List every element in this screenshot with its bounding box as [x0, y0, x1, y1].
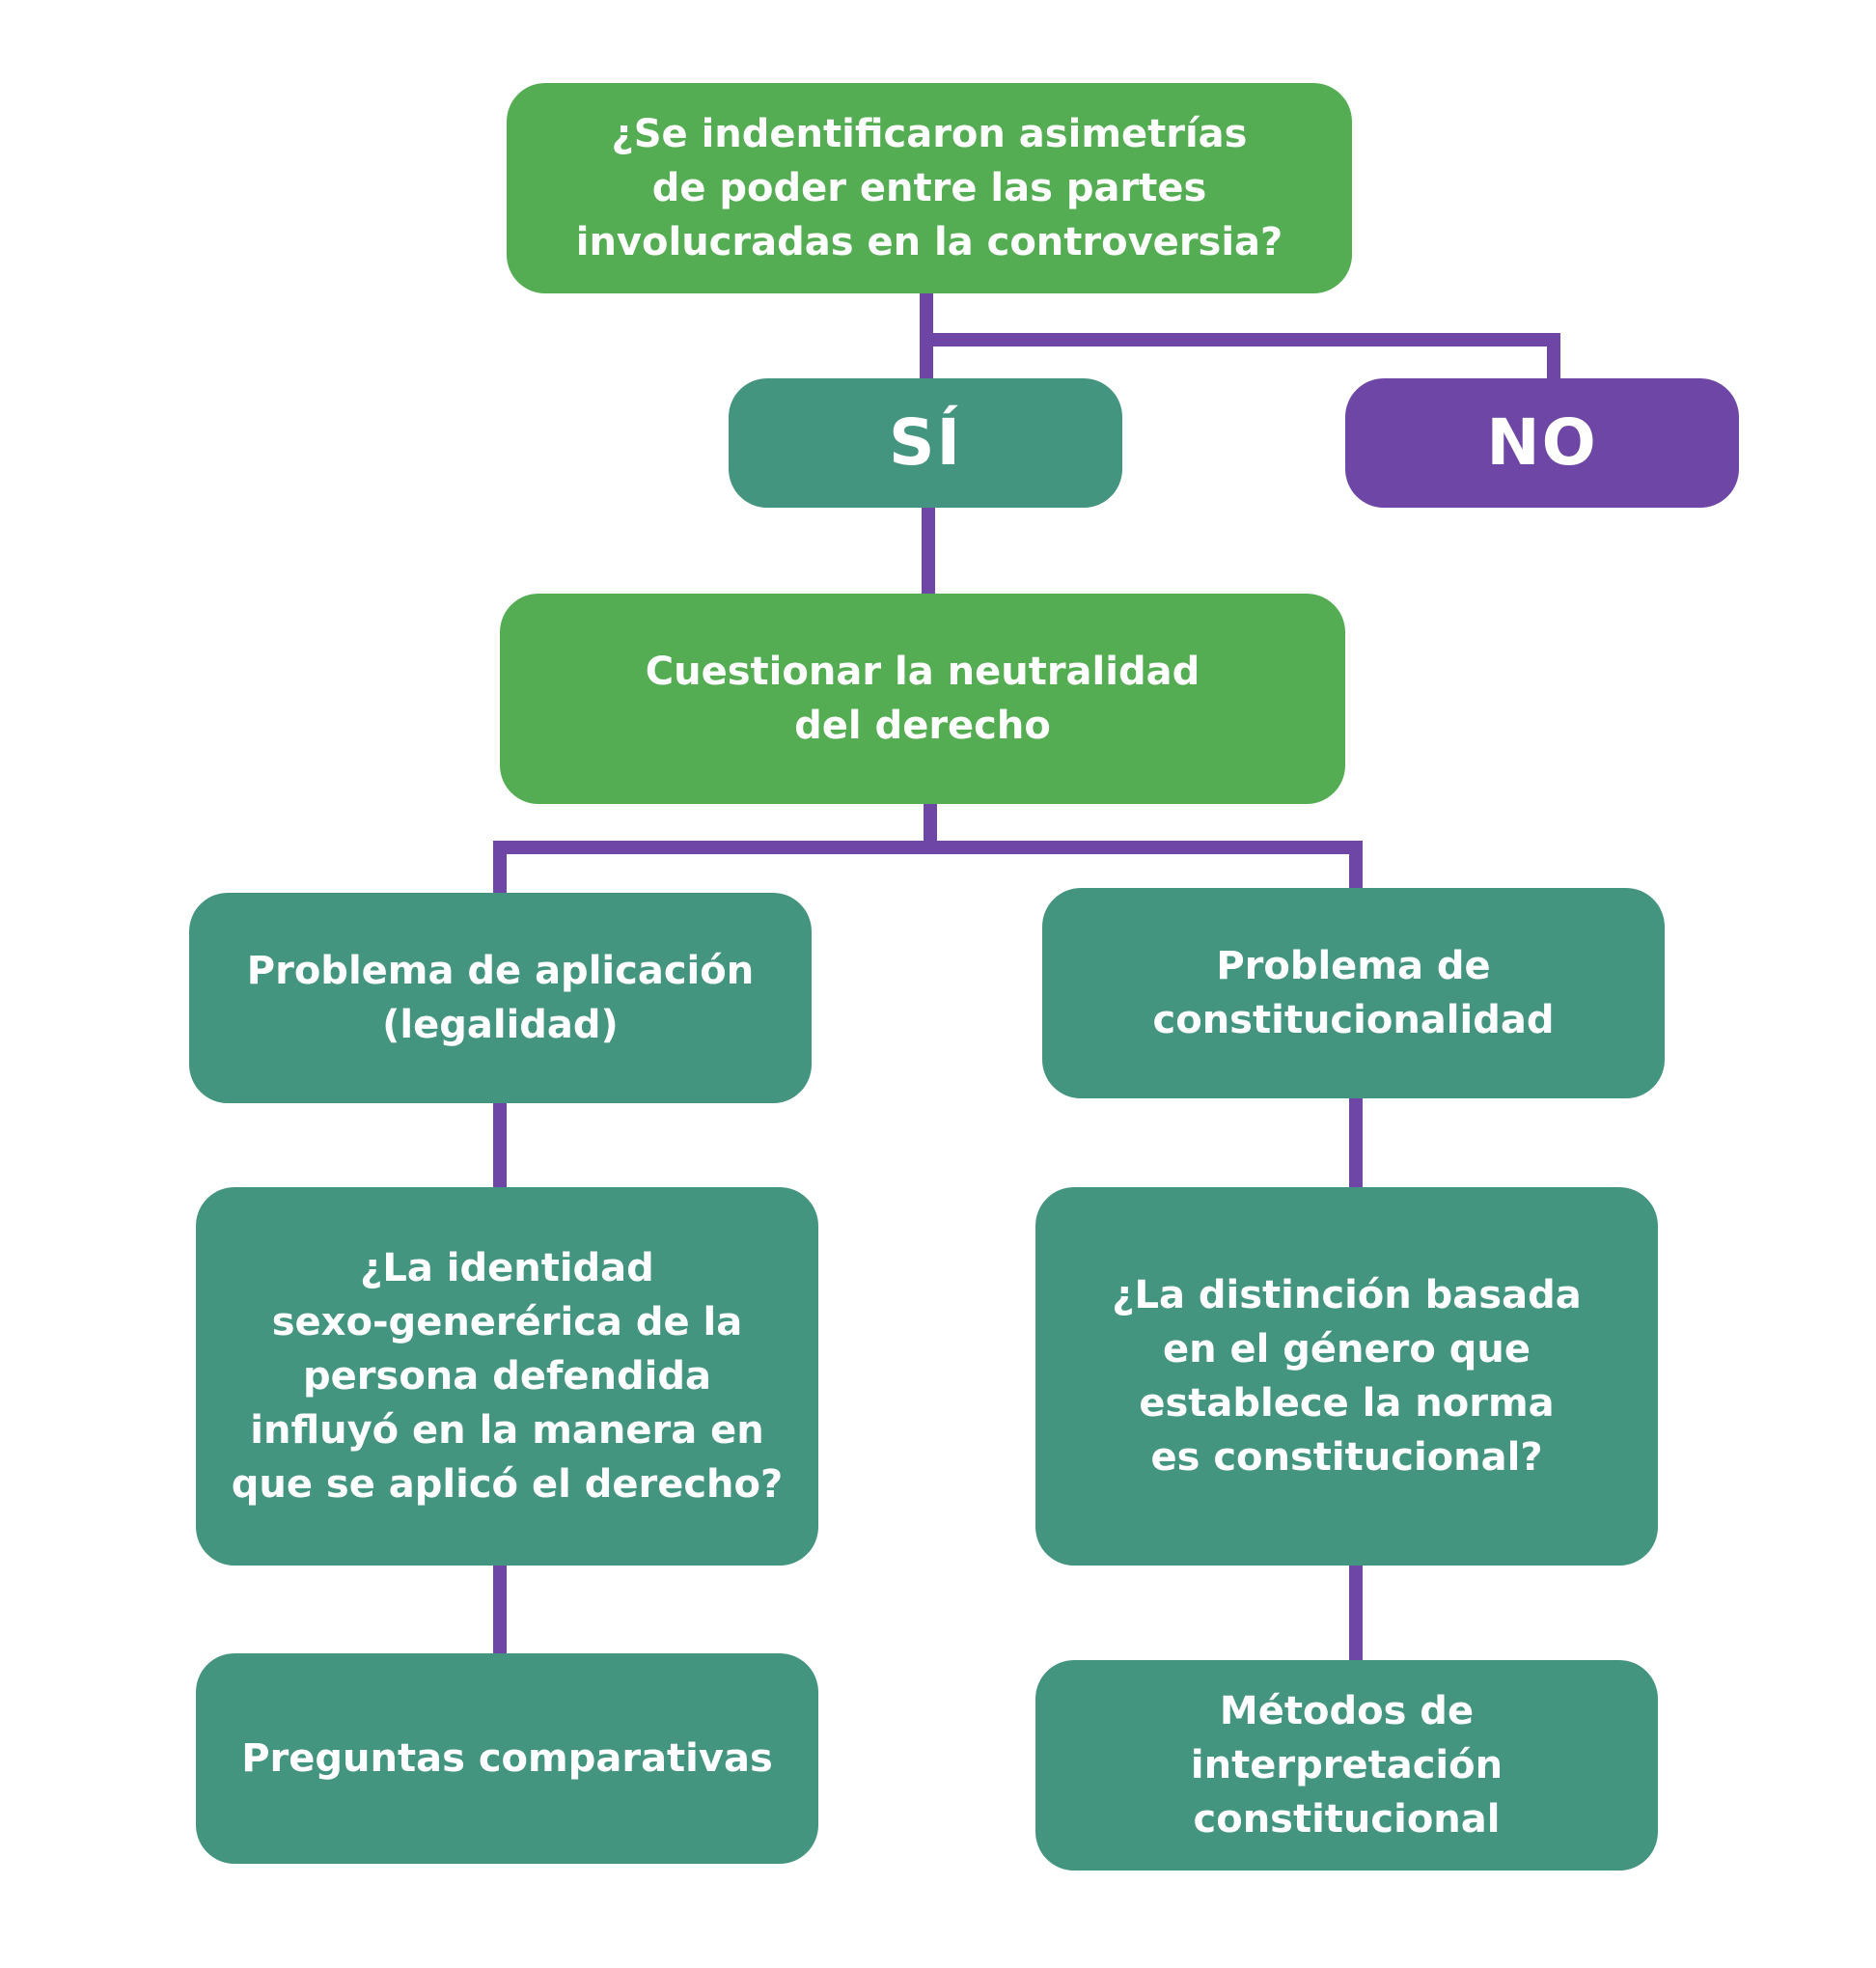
- application-problem-box: Problema de aplicación (legalidad): [189, 893, 812, 1103]
- question-power-asymmetry-box: ¿Se indentificaron asimetrías de poder e…: [507, 83, 1352, 293]
- comparative-questions-text: Preguntas comparativas: [241, 1736, 773, 1781]
- application-problem-text: Problema de aplicación (legalidad): [246, 949, 755, 1047]
- question-neutrality-box: Cuestionar la neutralidad del derecho: [500, 594, 1345, 804]
- identity-question-box: ¿La identidad sexo-generérica de la pers…: [196, 1187, 818, 1566]
- interpretation-methods-box: Métodos de interpretación constitucional: [1035, 1660, 1658, 1871]
- constitutionality-problem-text: Problema de constitucionalidad: [1152, 944, 1555, 1042]
- distinction-question-box: ¿La distinción basada en el género que e…: [1035, 1187, 1658, 1566]
- question-power-asymmetry-text: ¿Se indentificaron asimetrías de poder e…: [575, 112, 1283, 264]
- distinction-question-text: ¿La distinción basada en el género que e…: [1112, 1273, 1582, 1480]
- constitutionality-problem-box: Problema de constitucionalidad: [1042, 888, 1665, 1098]
- interpretation-methods-text: Métodos de interpretación constitucional: [1190, 1689, 1504, 1842]
- no-label: NO: [1486, 405, 1598, 480]
- yes-label: SÍ: [888, 405, 963, 480]
- no-box: NO: [1345, 378, 1739, 508]
- comparative-questions-box: Preguntas comparativas: [196, 1653, 818, 1864]
- question-neutrality-text: Cuestionar la neutralidad del derecho: [645, 650, 1200, 748]
- identity-question-text: ¿La identidad sexo-generérica de la pers…: [231, 1246, 784, 1507]
- yes-box: SÍ: [729, 378, 1122, 508]
